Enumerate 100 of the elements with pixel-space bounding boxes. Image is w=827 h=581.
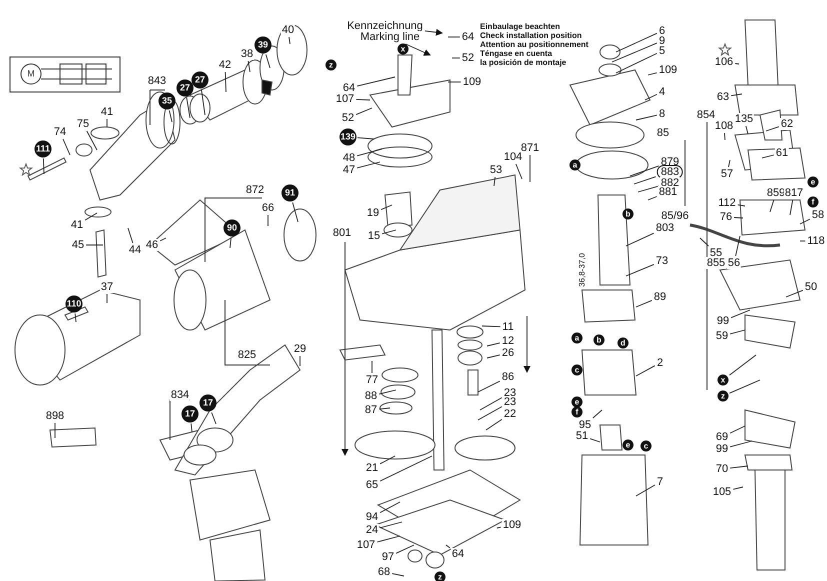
- callout-number: 4: [658, 86, 666, 98]
- leader-line: [392, 573, 404, 576]
- callout-number: 108: [714, 120, 734, 132]
- callout-badge: f: [572, 406, 582, 418]
- callout-number: 871: [520, 142, 540, 154]
- leader-line: [515, 164, 522, 180]
- leader-line: [496, 526, 502, 528]
- callout-badge: e: [572, 396, 582, 408]
- leader-line: [737, 204, 746, 206]
- callout-number: 85/96: [660, 210, 690, 222]
- leader-line: [74, 313, 76, 322]
- leader-line: [265, 54, 270, 68]
- callout-number: 70: [714, 463, 730, 475]
- leader-line: [612, 42, 658, 62]
- callout-badge: a: [570, 160, 580, 170]
- leader-line: [729, 380, 760, 394]
- callout-number: 59: [714, 330, 730, 342]
- leader-line: [636, 365, 656, 376]
- callout-number: 64: [460, 31, 476, 43]
- leader-line: [186, 97, 190, 118]
- leader-line: [357, 137, 374, 140]
- callout-number: 62: [780, 118, 794, 130]
- callout-number: 104: [502, 151, 524, 163]
- callout-number: 29: [292, 343, 308, 355]
- leader-line: [84, 212, 98, 221]
- callout-number: 86: [500, 371, 516, 383]
- leader-line: [486, 354, 500, 358]
- leader-line: [734, 217, 744, 218]
- callout-number: 898: [44, 410, 66, 422]
- leader-line: [732, 486, 744, 490]
- dimension-label: 36,8-37,0: [578, 253, 586, 287]
- callout-number: 58: [810, 209, 826, 221]
- leader-line: [478, 406, 502, 420]
- callout-number: 855: [706, 257, 726, 269]
- leader-line: [380, 456, 432, 482]
- callout-number: 9: [658, 35, 666, 47]
- callout-number: 12: [500, 335, 516, 347]
- callout-number: 99: [714, 443, 730, 455]
- leader-line: [634, 176, 656, 184]
- callout-number: 107: [356, 539, 376, 551]
- callout-number: 45: [70, 239, 86, 251]
- callout-number: 52: [340, 112, 356, 124]
- callout-badge: e: [808, 176, 818, 188]
- leader-line: [478, 380, 500, 392]
- leader-line: [86, 244, 104, 246]
- leader-line: [644, 94, 658, 100]
- leader-line: [626, 264, 654, 276]
- leader-line: [446, 544, 450, 548]
- leader-line: [380, 522, 402, 528]
- callout-number: 803: [654, 222, 676, 234]
- leader-line: [62, 138, 70, 156]
- callout-number: 94: [364, 511, 380, 523]
- callout-number: 5: [658, 45, 666, 57]
- callout-badge: 17: [200, 394, 216, 412]
- callout-number: 834: [170, 389, 190, 401]
- leader-line: [356, 108, 372, 116]
- callout-number: 73: [654, 255, 670, 267]
- leader-line: [790, 200, 794, 216]
- callout-number: 21: [364, 462, 380, 474]
- callout-number: Marking line: [359, 31, 421, 43]
- leader-line: [730, 426, 746, 434]
- callout-number: 881: [658, 186, 678, 198]
- callout-number: 40: [280, 24, 296, 36]
- callout-badge: 39: [254, 36, 272, 54]
- callout-badge: b: [622, 208, 634, 220]
- leader-line: [382, 230, 396, 234]
- leader-line: [356, 76, 396, 87]
- callout-number: 7: [656, 476, 664, 488]
- leader-line: [766, 126, 780, 132]
- leader-line: [728, 160, 730, 168]
- leader-line: [380, 456, 396, 464]
- callout-number: 24: [364, 524, 380, 536]
- callout-number: 817: [784, 187, 804, 199]
- installation-note: Check installation position: [480, 31, 582, 40]
- leader-line: [616, 52, 658, 74]
- callout-number: 88: [364, 390, 378, 402]
- leader-line: [86, 130, 98, 150]
- leader-line: [190, 423, 192, 432]
- callout-badge: x: [718, 374, 728, 386]
- callout-number: 854: [696, 109, 716, 121]
- callout-number: 64: [342, 82, 356, 94]
- leader-line: [480, 397, 502, 410]
- callout-badge: 90: [224, 220, 240, 236]
- leader-line: [168, 110, 172, 122]
- leader-line: [200, 89, 206, 116]
- leader-line: [224, 72, 226, 92]
- leader-line: [730, 310, 750, 318]
- callout-badge: 17: [182, 406, 198, 422]
- callout-number: 843: [146, 75, 168, 87]
- callout-badge: 27: [176, 80, 194, 96]
- leader-line: [724, 132, 726, 140]
- leader-line: [376, 536, 400, 542]
- leader-line: [128, 228, 134, 244]
- leader-line: [636, 114, 658, 120]
- leader-line: [486, 342, 500, 346]
- leader-line: [106, 294, 108, 304]
- callout-number: 23: [502, 396, 518, 408]
- callout-number: 53: [488, 164, 504, 176]
- callout-number: 41: [100, 106, 114, 118]
- leader-line: [230, 237, 232, 248]
